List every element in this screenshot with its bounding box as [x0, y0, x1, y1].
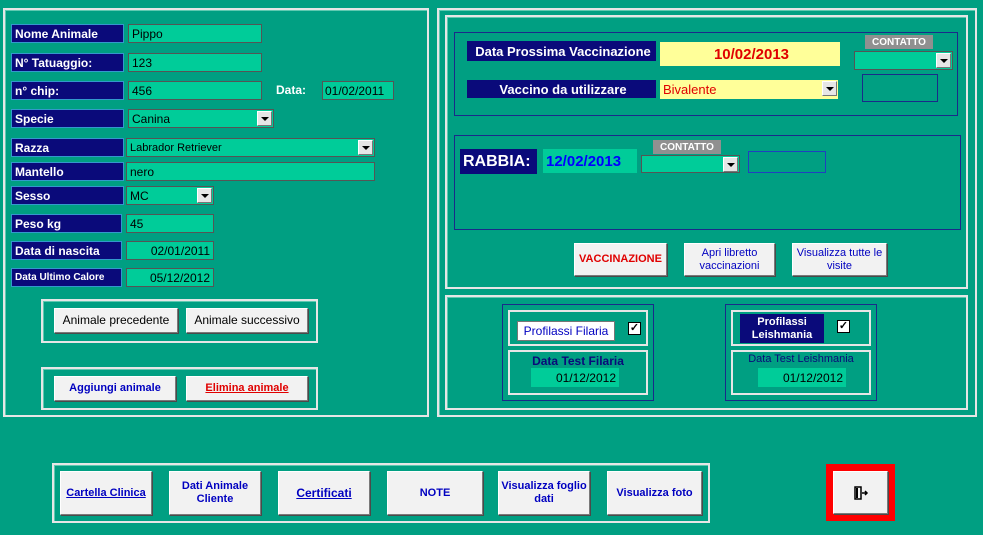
sesso-select[interactable]: MC: [126, 186, 214, 205]
next-vacc-label: Data Prossima Vaccinazione: [467, 41, 656, 61]
leish-test-frame: [731, 350, 871, 395]
leish-test-label: Data Test Leishmania: [748, 353, 854, 365]
razza-select[interactable]: Labrador Retriever: [126, 138, 375, 157]
chevron-down-icon[interactable]: [197, 188, 212, 203]
next-vacc-field[interactable]: 10/02/2013: [660, 42, 840, 66]
contatto-tag: CONTATTO: [865, 35, 933, 49]
vaccination-inner-panel: [445, 15, 968, 289]
vaccine-box: [454, 32, 958, 116]
specie-label: Specie: [11, 109, 124, 128]
peso-label: Peso kg: [11, 214, 122, 233]
vaccination-panel: [437, 8, 977, 417]
libretto-button[interactable]: Apri libretto vaccinazioni: [684, 243, 775, 276]
peso-field[interactable]: 45: [126, 214, 214, 233]
cartella-button[interactable]: Cartella Clinica: [60, 471, 152, 515]
leish-checkbox[interactable]: ✓: [837, 320, 850, 333]
chevron-down-icon[interactable]: [723, 157, 738, 172]
vaccine-value: Bivalente: [663, 82, 717, 97]
chevron-down-icon[interactable]: [257, 111, 272, 126]
leish-check-frame: [731, 310, 871, 346]
vaccine-contact-box[interactable]: [862, 74, 938, 102]
filaria-checkbox[interactable]: ✓: [628, 322, 641, 335]
chip-label: n° chip:: [11, 81, 124, 100]
leish-label: Profilassi Leishmania: [740, 314, 824, 343]
add-animal-button[interactable]: Aggiungi animale: [54, 376, 176, 401]
exit-button[interactable]: [833, 471, 888, 514]
chip-field[interactable]: 456: [128, 81, 262, 100]
rabbia-label: RABBIA:: [460, 149, 537, 174]
vaccinazione-button[interactable]: VACCINAZIONE: [574, 243, 667, 276]
filaria-test-label: Data Test Filaria: [532, 354, 624, 368]
vaccine-label: Vaccino da utilizzare: [467, 80, 656, 98]
nascita-label: Data di nascita: [11, 241, 122, 260]
filaria-test-frame: [508, 350, 648, 395]
dati-animale-button[interactable]: Dati Animale Cliente: [169, 471, 261, 515]
specie-value: Canina: [132, 111, 171, 126]
calore-field[interactable]: 05/12/2012: [126, 268, 214, 287]
foglio-dati-button[interactable]: Visualizza foglio dati: [498, 471, 590, 515]
specie-select[interactable]: Canina: [128, 109, 274, 128]
tatuaggio-field[interactable]: 123: [128, 53, 262, 72]
filaria-label: Profilassi Filaria: [517, 321, 615, 341]
chevron-down-icon[interactable]: [358, 140, 373, 155]
nascita-field[interactable]: 02/01/2011: [126, 241, 214, 260]
calore-label: Data Ultimo Calore: [11, 268, 122, 287]
contatto-select[interactable]: [854, 51, 953, 70]
rabbia-contatto-select[interactable]: [641, 155, 740, 173]
mantello-field[interactable]: nero: [126, 162, 375, 181]
leish-box: [725, 304, 877, 401]
prev-animal-button[interactable]: Animale precedente: [54, 308, 178, 333]
nome-label: Nome Animale: [11, 24, 124, 43]
mantello-label: Mantello: [11, 162, 124, 181]
rabbia-contact-box[interactable]: [748, 151, 826, 173]
sesso-label: Sesso: [11, 186, 124, 205]
vaccine-select[interactable]: Bivalente: [660, 80, 838, 99]
nome-field[interactable]: Pippo: [128, 24, 262, 43]
tatuaggio-label: N° Tatuaggio:: [11, 53, 124, 72]
navigation-frame: [41, 299, 318, 343]
add-delete-frame: [41, 367, 318, 410]
data-label: Data:: [276, 83, 307, 97]
profilassi-panel: [445, 295, 968, 410]
sesso-value: MC: [130, 188, 149, 203]
filaria-box: [502, 304, 654, 401]
data-field[interactable]: 01/02/2011: [322, 81, 394, 100]
exit-door-icon: [853, 485, 868, 500]
filaria-test-field[interactable]: 01/12/2012: [531, 368, 619, 387]
leish-test-field[interactable]: 01/12/2012: [758, 368, 846, 387]
visite-button[interactable]: Visualizza tutte le visite: [792, 243, 887, 276]
animal-panel: [3, 8, 429, 417]
filaria-check-frame: [508, 310, 648, 346]
rabbia-field[interactable]: 12/02/2013: [543, 149, 637, 173]
chevron-down-icon[interactable]: [822, 81, 837, 96]
chevron-down-icon[interactable]: [936, 53, 951, 68]
razza-label: Razza: [11, 138, 124, 157]
razza-value: Labrador Retriever: [130, 141, 222, 154]
rabbia-contatto-tag: CONTATTO: [653, 140, 721, 154]
delete-animal-button[interactable]: Elimina animale: [186, 376, 308, 401]
bottom-toolbar: [52, 463, 710, 523]
rabbia-box: [454, 135, 961, 230]
foto-button[interactable]: Visualizza foto: [607, 471, 702, 515]
note-button[interactable]: NOTE: [387, 471, 483, 515]
next-animal-button[interactable]: Animale successivo: [186, 308, 308, 333]
certificati-button[interactable]: Certificati: [278, 471, 370, 515]
